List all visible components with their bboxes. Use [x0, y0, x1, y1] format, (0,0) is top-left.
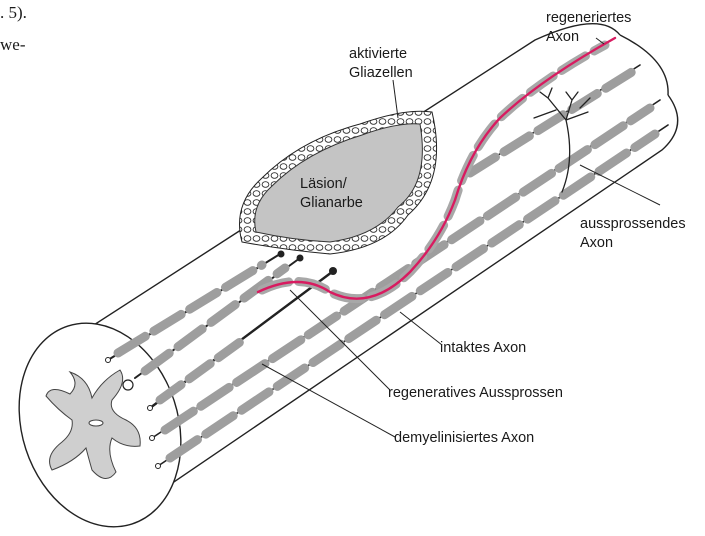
- label-lesion-line1: Läsion/: [300, 176, 348, 192]
- page-fragment-second: we-: [0, 35, 26, 54]
- axon-end-bulb: [278, 251, 285, 258]
- label-lesion-line2: Glianarbe: [300, 195, 363, 211]
- page-fragment-top: . 5).: [0, 3, 27, 22]
- leader-line: [393, 80, 398, 118]
- sprouting-axon-stem: [562, 120, 570, 192]
- fiber-end: [156, 464, 161, 469]
- axon-end-bulb: [297, 255, 304, 262]
- cut-axon-end: [123, 380, 133, 390]
- label-activated-glia-line1: aktivierte: [349, 46, 407, 62]
- axon-end-bulb: [329, 267, 337, 275]
- fiber-end: [150, 436, 155, 441]
- leader-line: [580, 165, 660, 205]
- label-intact-axon: intaktes Axon: [440, 340, 526, 356]
- label-regenerated-axon-line1: regeneriertes: [546, 10, 631, 26]
- label-sprouting-axon-line2: Axon: [580, 235, 613, 251]
- leader-line: [400, 312, 442, 345]
- label-demyelinated-axon: demyelinisiertes Axon: [394, 430, 534, 446]
- central-canal: [89, 420, 103, 426]
- cylinder-far-edge: [620, 35, 668, 95]
- fiber-end: [106, 358, 111, 363]
- label-activated-glia-line2: Gliazellen: [349, 65, 413, 81]
- fiber-end: [148, 406, 153, 411]
- label-regenerative-sprouting: regeneratives Aussprossen: [388, 385, 563, 401]
- label-regenerated-axon-line2: Axon: [546, 29, 579, 45]
- label-sprouting-axon-line1: aussprossendes: [580, 216, 686, 232]
